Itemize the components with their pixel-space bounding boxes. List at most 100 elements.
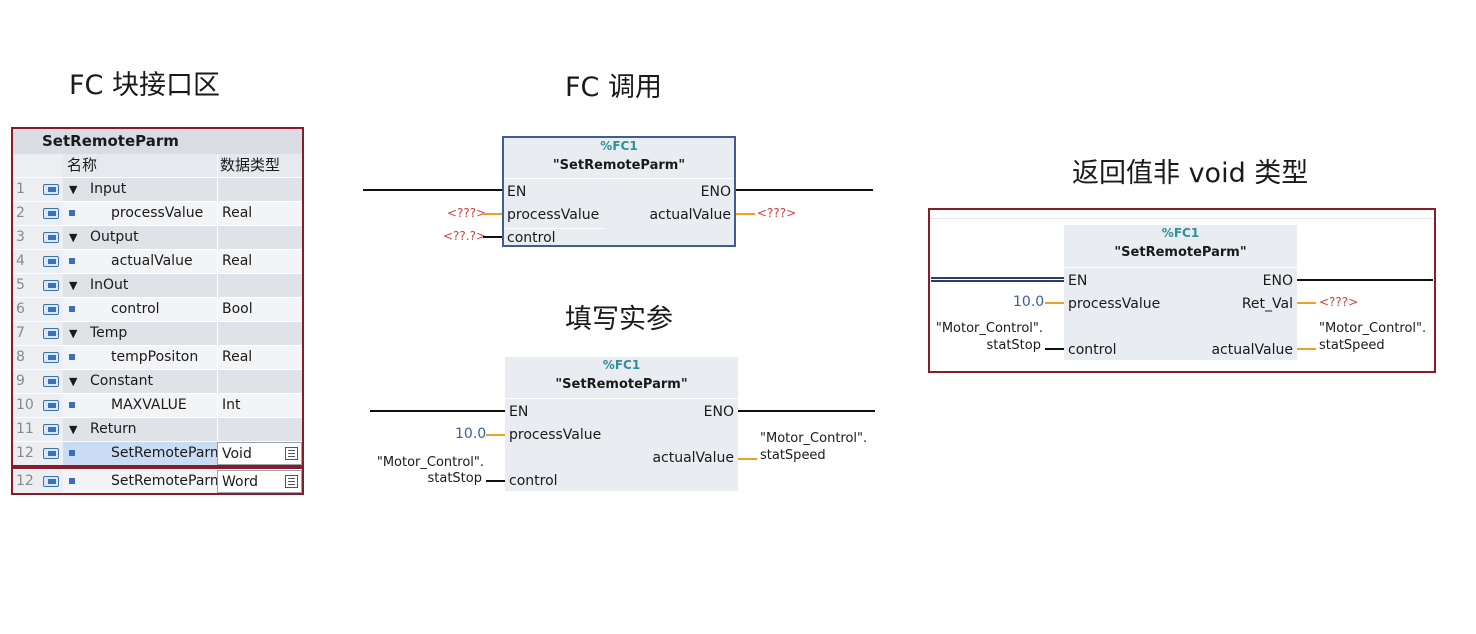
control-tag-line1[interactable]: "Motor_Control". [935, 321, 1043, 336]
actual-value-tag-line1[interactable]: "Motor_Control". [1319, 321, 1427, 336]
table-row[interactable]: 6 control Bool [13, 297, 302, 321]
actual-value-tag-line2[interactable]: statSpeed [760, 448, 826, 463]
pin-process-value: processValue [507, 207, 600, 223]
pin-actual-value: actualValue [1211, 342, 1293, 358]
row-type[interactable]: Void [222, 446, 252, 462]
return-value-frame [928, 208, 1436, 373]
actual-value-placeholder[interactable]: <???> [757, 206, 797, 220]
row-number: 12 [13, 470, 39, 493]
interface-table-header: 名称 数据类型 [13, 154, 302, 177]
interface-table-title: SetRemoteParm [13, 129, 302, 154]
pin-control: control [1068, 342, 1117, 358]
fc-block-return[interactable]: %FC1 "SetRemoteParm" EN ENO processValue… [1064, 225, 1297, 360]
row-type[interactable]: Real [222, 205, 253, 221]
interface-pin-icon [39, 298, 63, 321]
item-bullet-icon [69, 478, 75, 484]
row-name[interactable]: Return [90, 421, 137, 437]
pin-actual-value: actualValue [652, 450, 734, 466]
heading-fill: 填写实参 [565, 304, 673, 335]
table-row[interactable]: 7 ▼ Temp [13, 321, 302, 345]
header-num-cell [13, 154, 39, 177]
row-name[interactable]: InOut [90, 277, 129, 293]
control-tag-line2[interactable]: statStop [427, 471, 483, 486]
control-tag-line1[interactable]: "Motor_Control". [376, 455, 484, 470]
row-name[interactable]: MAXVALUE [111, 397, 187, 413]
row-type[interactable]: Real [222, 253, 253, 269]
block-id: %FC1 [602, 358, 641, 372]
pin-eno: ENO [700, 184, 731, 200]
row-name[interactable]: Input [90, 181, 127, 197]
process-value-actual[interactable]: 10.0 [455, 426, 487, 442]
ret-val-placeholder[interactable]: <???> [1319, 295, 1359, 309]
row-name[interactable]: tempPositon [111, 349, 199, 365]
block-id: %FC1 [600, 139, 638, 153]
row-name[interactable]: Output [90, 229, 139, 245]
process-value-placeholder[interactable]: <???> [447, 206, 487, 220]
control-tag-line2[interactable]: statStop [986, 338, 1042, 353]
row-number: 9 [13, 370, 39, 393]
row-number: 11 [13, 418, 39, 441]
row-type[interactable]: Word [222, 474, 258, 490]
row-number: 1 [13, 178, 39, 201]
table-row[interactable]: 9 ▼ Constant [13, 369, 302, 393]
table-row[interactable]: 3▼Output [13, 225, 302, 249]
block-name: "SetRemoteParm" [552, 158, 686, 173]
pin-control: control [509, 473, 558, 489]
item-bullet-icon [69, 450, 75, 456]
en-wire [363, 189, 503, 191]
collapse-triangle-icon[interactable]: ▼ [69, 279, 78, 292]
row-name[interactable]: Constant [90, 373, 153, 389]
actual-value-tag-line2[interactable]: statSpeed [1319, 338, 1385, 353]
collapse-triangle-icon[interactable]: ▼ [69, 183, 78, 196]
interface-pin-icon [39, 370, 63, 393]
table-row[interactable]: 5▼InOut [13, 273, 302, 297]
item-bullet-icon [69, 306, 75, 312]
block-id: %FC1 [1161, 226, 1200, 240]
header-icon-cell [39, 154, 63, 177]
heading-return: 返回值非 void 类型 [1072, 158, 1309, 189]
pin-process-value: processValue [1068, 296, 1161, 312]
pin-process-value: processValue [509, 427, 602, 443]
actual-value-tag-line1[interactable]: "Motor_Control". [760, 431, 868, 446]
row-number: 7 [13, 322, 39, 345]
row-type[interactable]: Real [222, 349, 253, 365]
block-name: "SetRemoteParm" [1114, 245, 1247, 260]
row-name[interactable]: control [111, 301, 160, 317]
row-name[interactable]: actualValue [111, 253, 193, 269]
type-list-icon[interactable] [285, 475, 298, 488]
fc-block-call[interactable]: %FC1 "SetRemoteParm" EN ENO processValue… [502, 136, 736, 247]
collapse-triangle-icon[interactable]: ▼ [69, 231, 78, 244]
eno-wire [735, 189, 873, 191]
fc-block-filled[interactable]: %FC1 "SetRemoteParm" EN ENO processValue… [505, 357, 738, 491]
row-name[interactable]: Temp [90, 325, 128, 341]
header-name[interactable]: 名称 [67, 156, 98, 174]
interface-pin-icon [39, 418, 63, 441]
collapse-triangle-icon[interactable]: ▼ [69, 423, 78, 436]
row-name[interactable]: SetRemoteParm [111, 473, 224, 489]
row-type[interactable]: Bool [222, 301, 253, 317]
interface-pin-icon [39, 226, 63, 249]
process-value-actual[interactable]: 10.0 [1013, 294, 1045, 310]
row-name[interactable]: SetRemoteParm [111, 445, 224, 461]
control-placeholder[interactable]: <??.?> [443, 229, 487, 243]
collapse-triangle-icon[interactable]: ▼ [69, 375, 78, 388]
block-name: "SetRemoteParm" [555, 377, 688, 392]
row-number: 6 [13, 298, 39, 321]
table-row[interactable]: 12 SetRemoteParm Word [13, 469, 302, 493]
interface-pin-icon [39, 470, 63, 493]
table-row[interactable]: 1 ▼ Input [13, 177, 302, 201]
table-row[interactable]: 11 ▼ Return [13, 417, 302, 441]
row-name[interactable]: processValue [111, 205, 204, 221]
interface-pin-icon [39, 178, 63, 201]
collapse-triangle-icon[interactable]: ▼ [69, 327, 78, 340]
type-list-icon[interactable] [285, 447, 298, 460]
row-type[interactable]: Int [222, 397, 241, 413]
interface-pin-icon [39, 250, 63, 273]
header-type[interactable]: 数据类型 [217, 154, 302, 177]
